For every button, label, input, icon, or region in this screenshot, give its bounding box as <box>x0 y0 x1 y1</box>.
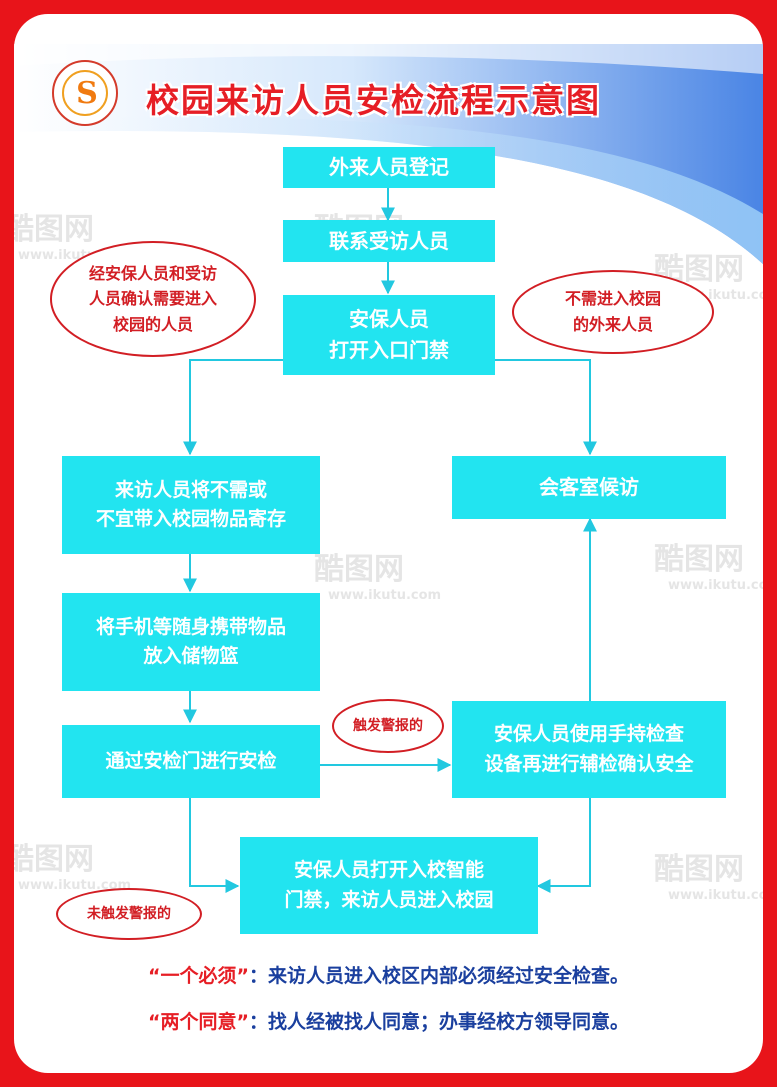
rule-one-must: “一个必须”：来访人员进入校区内部必须经过安全检查。 <box>14 961 763 988</box>
watermark-brand: 酷图网 <box>14 842 94 877</box>
step-register: 外来人员登记 <box>283 147 495 188</box>
step-basket: 将手机等随身携带物品 放入储物篮 <box>62 593 320 691</box>
note-need-enter: 经安保人员和受访 人员确认需要进入 校园的人员 <box>50 241 256 357</box>
arrow-gatecheck-to-enter <box>189 798 240 893</box>
watermark-brand: 酷图网 <box>14 212 94 247</box>
watermark: 酷图网 www.ikutu.com <box>654 534 763 593</box>
note-alarm-triggered: 触发警报的 <box>332 699 444 753</box>
poster-panel: S 校园来访人员安检流程示意图 酷图网 www.ikutu.com 酷图网 ww… <box>14 14 763 1073</box>
watermark: 酷图网 www.ikutu.com <box>654 844 763 903</box>
watermark-url: www.ikutu.com <box>668 578 763 593</box>
step-waiting-room: 会客室候访 <box>452 456 726 519</box>
rule-two-consents-text: ：找人经被找人同意；办事经校方领导同意。 <box>248 1011 629 1033</box>
watermark-brand: 酷图网 <box>314 552 404 587</box>
watermark-brand: 酷图网 <box>654 542 744 577</box>
watermark-url: www.ikutu.com <box>668 888 763 903</box>
school-logo: S <box>52 60 118 126</box>
step-contact: 联系受访人员 <box>283 220 495 262</box>
watermark: 酷图网 www.ikutu.com <box>314 544 441 603</box>
step-security-gate: 通过安检门进行安检 <box>62 725 320 798</box>
rule-two-consents-quote: “两个同意” <box>148 1011 249 1033</box>
school-logo-ring: S <box>62 70 108 116</box>
arrow-gate-to-deposit <box>183 359 283 456</box>
arrow-handheld-to-enter <box>536 798 591 893</box>
note-no-need-enter: 不需进入校园 的外来人员 <box>512 270 714 354</box>
rule-two-consents: “两个同意”：找人经被找人同意；办事经校方领导同意。 <box>14 1007 763 1034</box>
step-open-gate: 安保人员 打开入口门禁 <box>283 295 495 375</box>
arrow-gate-to-waiting <box>495 359 597 456</box>
header-swoosh <box>14 44 763 264</box>
rule-one-must-text: ：来访人员进入校区内部必须经过安全检查。 <box>248 965 629 987</box>
watermark-brand: 酷图网 <box>654 852 744 887</box>
step-handheld-check: 安保人员使用手持检查 设备再进行辅检确认安全 <box>452 701 726 798</box>
school-logo-glyph: S <box>76 76 98 111</box>
step-enter-campus: 安保人员打开入校智能 门禁，来访人员进入校园 <box>240 837 538 934</box>
note-alarm-not-triggered: 未触发警报的 <box>56 888 202 940</box>
poster-title: 校园来访人员安检流程示意图 <box>146 81 601 120</box>
step-deposit: 来访人员将不需或 不宜带入校园物品寄存 <box>62 456 320 554</box>
watermark-url: www.ikutu.com <box>328 588 442 603</box>
rule-one-must-quote: “一个必须” <box>148 965 249 987</box>
flow-connectors <box>183 188 597 893</box>
